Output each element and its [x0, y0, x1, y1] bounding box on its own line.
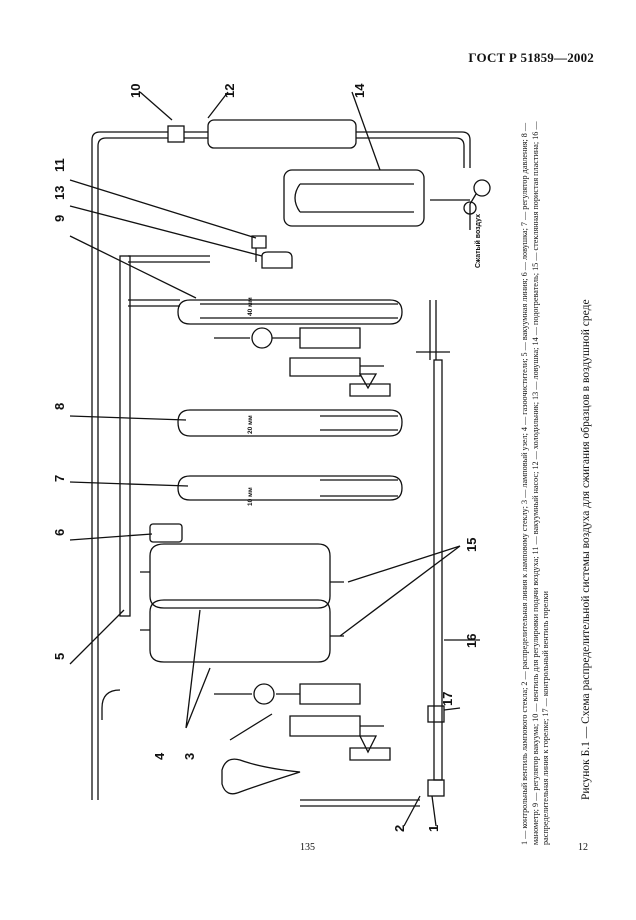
gauge-mark-40: 40 мм: [247, 297, 254, 316]
burner-valve: [427, 705, 445, 723]
label-8: 8: [52, 403, 67, 410]
gas-purifier-1: [149, 543, 331, 609]
label-5: 5: [52, 653, 67, 660]
burner-lower: [349, 735, 391, 761]
lamp-chimney: [221, 758, 301, 795]
outer-frame: [91, 131, 471, 800]
label-9: 9: [52, 215, 67, 222]
figure-legend: 1 — контрольный вентиль лампового стекла…: [520, 121, 550, 845]
label-16: 16: [464, 634, 479, 648]
pressure-gauge: [473, 179, 491, 197]
gauge-mark-10: 10 мм: [247, 487, 254, 506]
label-2: 2: [392, 825, 407, 832]
label-4: 4: [152, 752, 167, 760]
label-14: 14: [352, 83, 367, 98]
figure-caption: Рисунок Б.1 — Схема распределительной си…: [580, 299, 592, 800]
page-number-left: 135: [300, 842, 315, 853]
gas-purifier-2: [149, 599, 331, 663]
manometer: [177, 409, 403, 437]
trap-6: [149, 523, 183, 543]
lamp-bulb-lower: [253, 683, 275, 705]
gauge-mark-20: 20 мм: [247, 415, 254, 434]
label-13: 13: [52, 186, 67, 200]
lamp-bulb-upper: [251, 327, 273, 349]
vacuum-regulator: [177, 299, 403, 325]
burner-distribution-line: [433, 359, 443, 781]
label-11: 11: [52, 158, 67, 172]
lamp-valve: [427, 779, 445, 797]
trap-13: [261, 251, 293, 269]
compressed-air-label: Сжатый воздух: [474, 214, 482, 268]
page-number-right: 12: [578, 842, 588, 853]
burner-upper: [349, 373, 391, 397]
heater: [283, 169, 425, 227]
label-17: 17: [440, 692, 455, 706]
label-6: 6: [52, 529, 67, 536]
label-3: 3: [182, 753, 197, 760]
page-header: ГОСТ Р 51859—2002: [468, 50, 594, 65]
label-7: 7: [52, 475, 67, 482]
label-10: 10: [128, 84, 143, 98]
label-1: 1: [426, 825, 441, 832]
label-15: 15: [464, 538, 479, 552]
vacuum-pump: [251, 235, 267, 262]
pressure-regulator: [177, 475, 403, 501]
vacuum-line: [119, 255, 131, 617]
valve-10: [167, 125, 185, 143]
cooler: [207, 119, 357, 149]
label-12: 12: [222, 84, 237, 98]
